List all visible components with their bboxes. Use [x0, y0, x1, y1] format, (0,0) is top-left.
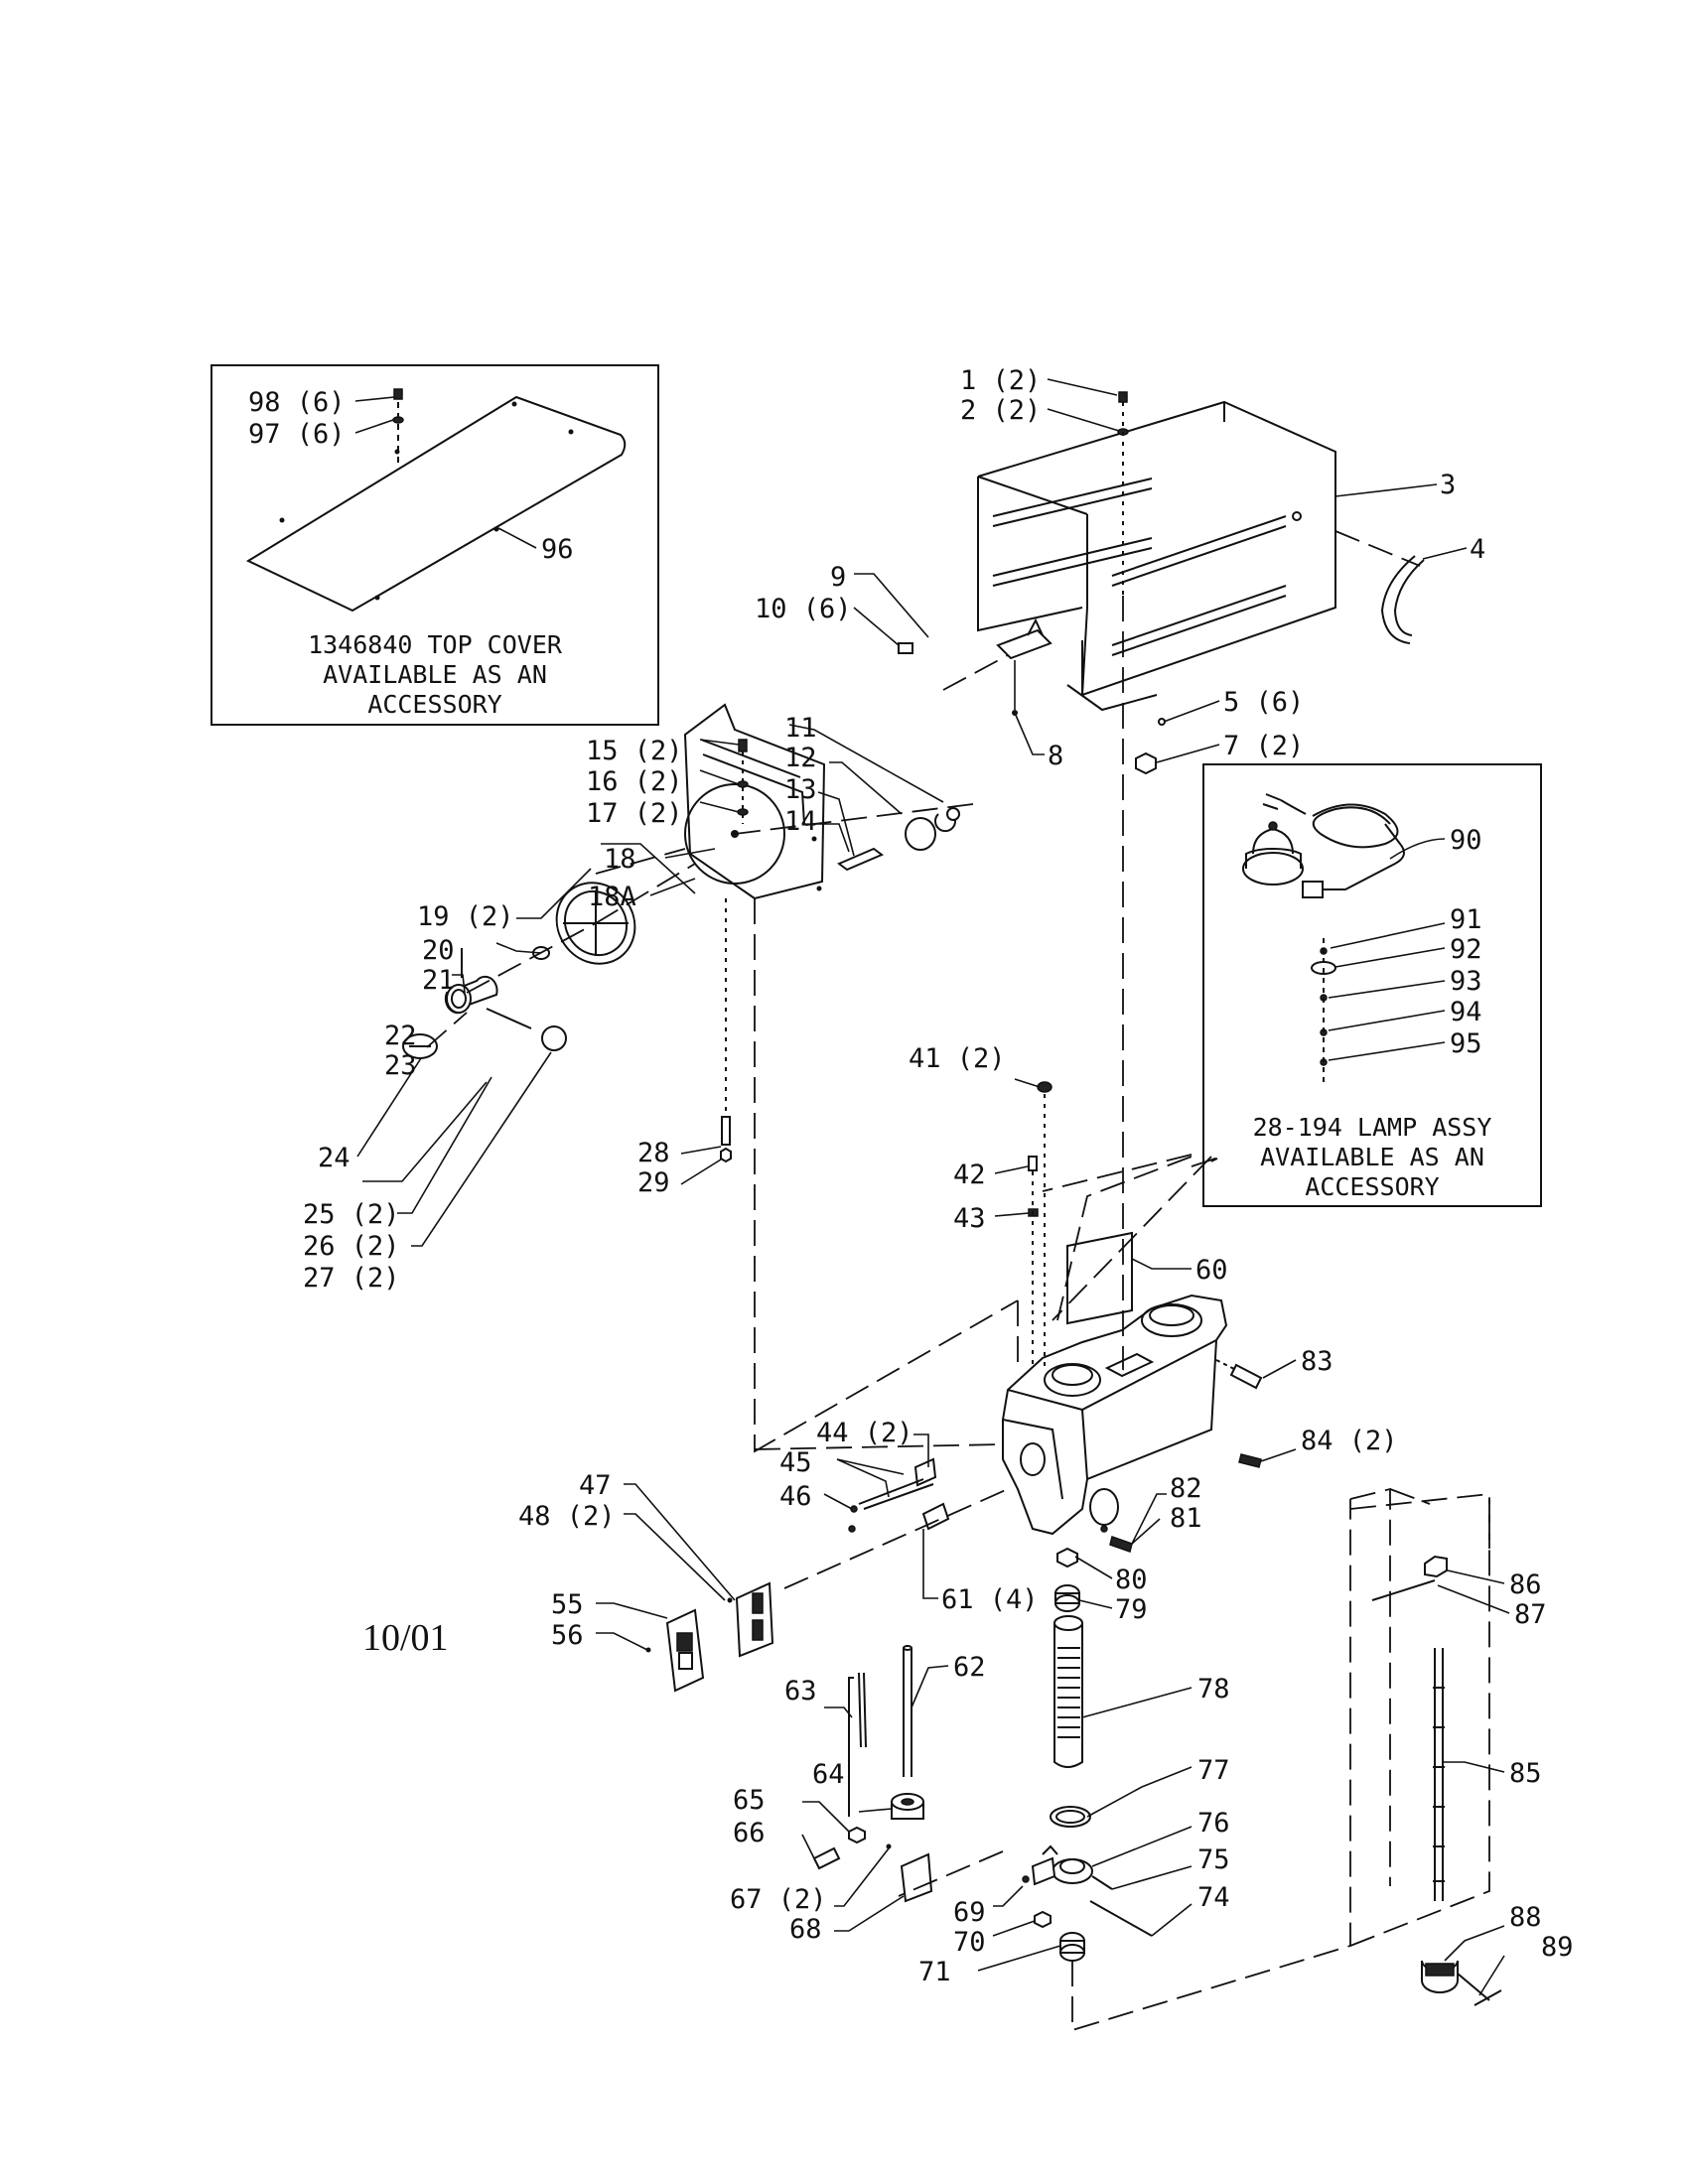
label-76: 76 [1197, 1808, 1230, 1839]
label-13: 13 [784, 774, 817, 805]
label-20: 20 [422, 935, 455, 966]
spindle-assembly: 86 87 85 88 89 [1349, 1492, 1574, 2006]
top-cover-accessory-box: 98 (6) 97 (6) 96 1346840 TOP COVER AVAIL… [210, 364, 659, 726]
label-88: 88 [1509, 1902, 1542, 1933]
label-92: 92 [1450, 934, 1482, 965]
label-67: 67 (2) [730, 1884, 827, 1915]
label-56: 56 [551, 1620, 584, 1651]
label-90: 90 [1450, 825, 1482, 856]
label-1: 1 (2) [960, 365, 1041, 396]
label-27: 27 (2) [303, 1263, 400, 1294]
top-cover-box-line-1: 1346840 TOP COVER [308, 630, 563, 659]
label-62: 62 [953, 1652, 986, 1683]
depth-stop-assembly: 62 63 64 65 66 67 (2) 68 [730, 1645, 986, 1945]
label-75: 75 [1197, 1844, 1230, 1875]
top-cover-box-line-2: AVAILABLE AS AN [323, 660, 547, 689]
label-15: 15 (2) [586, 736, 683, 766]
label-42: 42 [953, 1160, 986, 1190]
label-12: 12 [784, 743, 817, 773]
label-89: 89 [1541, 1932, 1574, 1963]
label-21: 21 [422, 965, 455, 996]
label-63: 63 [784, 1676, 817, 1706]
label-87: 87 [1514, 1599, 1547, 1630]
label-19: 19 (2) [417, 901, 514, 932]
label-29: 29 [637, 1167, 670, 1198]
top-cover-plate [245, 395, 627, 613]
label-41: 41 (2) [909, 1043, 1006, 1074]
label-16: 16 (2) [586, 766, 683, 797]
label-81: 81 [1170, 1503, 1202, 1534]
head-casting: 41 (2) 42 43 60 83 84 (2) 82 81 80 79 44… [518, 1043, 1398, 1693]
label-24: 24 [318, 1143, 351, 1173]
belt-guard: 1 (2) 2 (2) 3 4 5 (6) 7 (2) 8 9 10 (6) [755, 365, 1485, 1370]
label-25: 25 (2) [303, 1199, 400, 1230]
label-78: 78 [1197, 1674, 1230, 1705]
label-84: 84 (2) [1301, 1426, 1398, 1456]
label-55: 55 [551, 1589, 584, 1620]
label-7: 7 (2) [1223, 731, 1304, 761]
label-60: 60 [1195, 1255, 1228, 1286]
label-8: 8 [1048, 741, 1063, 771]
label-79: 79 [1115, 1594, 1148, 1625]
label-4: 4 [1470, 534, 1485, 565]
label-26: 26 (2) [303, 1231, 400, 1262]
top-cover-box-line-3: ACCESSORY [367, 690, 501, 719]
label-68: 68 [789, 1914, 822, 1945]
lamp-box-line-3: ACCESSORY [1305, 1172, 1439, 1201]
lamp-box-line-2: AVAILABLE AS AN [1260, 1143, 1484, 1171]
label-23: 23 [384, 1050, 417, 1081]
label-82: 82 [1170, 1473, 1202, 1504]
depth-gauge-assembly: 15 (2) 16 (2) 17 (2) 18 18A 19 (2) 20 21… [303, 703, 974, 1449]
label-98: 98 (6) [248, 387, 346, 418]
label-22: 22 [384, 1021, 417, 1051]
label-70: 70 [953, 1927, 986, 1958]
label-95: 95 [1450, 1028, 1482, 1059]
label-83: 83 [1301, 1346, 1333, 1377]
label-91: 91 [1450, 904, 1482, 935]
label-11: 11 [784, 713, 817, 744]
label-97: 97 (6) [248, 419, 346, 450]
label-47: 47 [579, 1470, 612, 1501]
label-10: 10 (6) [755, 594, 852, 624]
date-code: 10/01 [362, 1617, 449, 1659]
label-44: 44 (2) [816, 1418, 913, 1448]
label-46: 46 [779, 1481, 812, 1512]
label-65: 65 [733, 1785, 766, 1816]
label-96: 96 [541, 534, 574, 565]
label-94: 94 [1450, 997, 1482, 1027]
label-61: 61 (4) [941, 1584, 1039, 1615]
label-86: 86 [1509, 1570, 1542, 1600]
label-69: 69 [953, 1897, 986, 1928]
label-80: 80 [1115, 1565, 1148, 1595]
quill-assembly: 78 77 76 75 74 69 70 71 [898, 1487, 1431, 2032]
lamp-accessory-box: 90 91 92 93 94 95 28-194 LAMP ASSY AVAIL… [1202, 763, 1542, 1207]
label-28: 28 [637, 1138, 670, 1168]
label-93: 93 [1450, 966, 1482, 997]
label-2: 2 (2) [960, 395, 1041, 426]
label-14: 14 [784, 806, 817, 837]
label-3: 3 [1440, 470, 1456, 500]
label-9: 9 [830, 562, 846, 593]
label-45: 45 [779, 1447, 812, 1478]
label-71: 71 [918, 1957, 951, 1987]
label-48: 48 (2) [518, 1501, 616, 1532]
label-18: 18 [604, 844, 636, 875]
label-5: 5 (6) [1223, 687, 1304, 718]
label-66: 66 [733, 1818, 766, 1848]
label-18a: 18A [588, 882, 636, 912]
lamp-box-line-1: 28-194 LAMP ASSY [1253, 1113, 1492, 1142]
label-85: 85 [1509, 1758, 1542, 1789]
label-17: 17 (2) [586, 798, 683, 829]
label-74: 74 [1197, 1882, 1230, 1913]
label-43: 43 [953, 1203, 986, 1234]
label-64: 64 [812, 1759, 845, 1790]
label-77: 77 [1197, 1755, 1230, 1786]
